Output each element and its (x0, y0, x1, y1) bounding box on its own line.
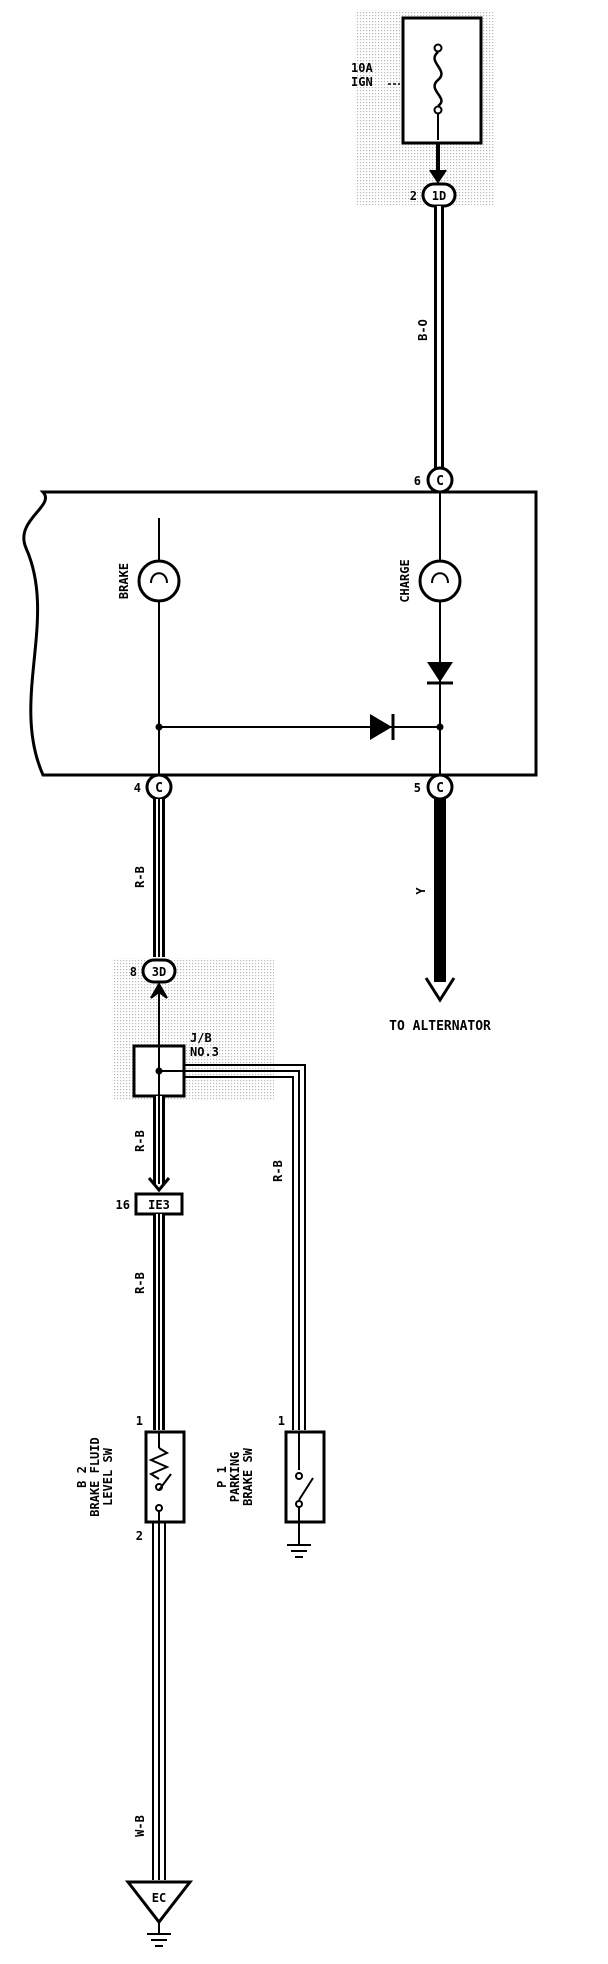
wire-r-b-ie3-fluid: R-B (133, 1214, 165, 1430)
wire-r-b-label-3: R-B (133, 1272, 147, 1294)
connector-1d-pin: 2 (410, 189, 417, 203)
fuse-terminal-bottom (433, 105, 443, 115)
parking-switch-icon (298, 1477, 314, 1501)
ground-icon (147, 1933, 171, 1947)
jb-arrow-icon (150, 981, 168, 999)
ground-id: EC (152, 1891, 166, 1905)
cross-diode-icon (370, 714, 392, 740)
connector-3d: 3D 8 (130, 958, 177, 984)
wire-b-o: B-O (416, 206, 444, 468)
wire-y: Y TO ALTERNATOR (389, 799, 491, 1034)
wire-y-label: Y (414, 887, 428, 895)
connector-5c: C 5 (414, 773, 454, 801)
wire-r-b-meter-jb: R-B (133, 799, 165, 957)
resistor-icon (148, 1447, 170, 1480)
wire-r-b-label-2: R-B (133, 1130, 147, 1152)
parking-ground-icon (287, 1544, 311, 1558)
brake-fluid-switch: 1 2 B 2 BRAKE FLUID LEVEL SW (75, 1414, 186, 1543)
alternator-arrow-icon (424, 977, 456, 1003)
fluid-switch-icon (158, 1473, 172, 1491)
connector-1d: 1D 2 (410, 182, 457, 208)
connector-5c-pin: 5 (414, 781, 421, 795)
fluid-switch-box (144, 1430, 186, 1524)
connector-ie3: IE3 16 (116, 1192, 184, 1216)
wire-w-b: W-B (133, 1522, 166, 1880)
parking-switch-name-1: PARKING (228, 1452, 242, 1503)
fluid-switch-name-2: LEVEL SW (101, 1447, 115, 1506)
fuse-box (401, 16, 483, 145)
wire-r-b-jb-parking: R-B (184, 1064, 306, 1430)
parking-switch-name-2: BRAKE SW (241, 1447, 255, 1506)
connector-ie3-pin: 16 (116, 1198, 130, 1212)
to-alternator-label: TO ALTERNATOR (389, 1019, 491, 1034)
fuse-rating: 10A (351, 61, 373, 75)
wire-r-b-label-1: R-B (133, 866, 147, 888)
parking-brake-switch: 1 P 1 PARKING BRAKE SW (215, 1414, 326, 1558)
fuse-section: 10A IGN (351, 10, 495, 205)
parking-switch-code: P 1 (215, 1466, 229, 1488)
ie3-arrow-icon (147, 1177, 171, 1193)
wire-r-b-jb-ie3: R-B (133, 1096, 171, 1193)
fuse-arrow-icon (429, 169, 447, 184)
wire-r-b-label-parking: R-B (271, 1160, 285, 1182)
fuse-terminal-top (433, 43, 443, 53)
connector-3d-id: 3D (152, 965, 166, 979)
ground-triangle-icon (124, 1880, 194, 1925)
ground-ec: EC (124, 1880, 194, 1947)
charge-lamp-label: CHARGE (398, 559, 412, 602)
fluid-switch-code: B 2 (75, 1466, 89, 1488)
junction-block-section: 3D 8 J/B NO.3 (112, 958, 274, 1101)
charge-diode-icon (427, 662, 453, 682)
connector-ie3-id: IE3 (148, 1198, 170, 1212)
fluid-pin-bottom: 2 (136, 1529, 143, 1543)
brake-lamp-label: BRAKE (117, 563, 131, 599)
wire-b-o-label: B-O (416, 319, 430, 341)
fluid-pin-top: 1 (136, 1414, 143, 1428)
wire-w-b-label: W-B (133, 1815, 147, 1837)
connector-6c-pin: 6 (414, 474, 421, 488)
connector-4c-id: C (155, 781, 163, 796)
brake-lamp-icon (137, 559, 181, 603)
fluid-switch-name-1: BRAKE FLUID (88, 1437, 102, 1516)
fuse-circuit: IGN (351, 75, 373, 89)
charge-lamp-icon (418, 559, 462, 603)
connector-6c-id: C (436, 474, 444, 489)
jb-label-line1: J/B (190, 1031, 212, 1045)
meter-outline (22, 490, 538, 777)
connector-6c: C 6 (414, 466, 454, 494)
connector-1d-id: 1D (432, 189, 446, 203)
connector-5c-id: C (436, 781, 444, 796)
combination-meter: BRAKE CHARGE (22, 490, 538, 777)
connector-4c-pin: 4 (134, 781, 141, 795)
fuse-element-icon (433, 51, 443, 108)
jb-label-line2: NO.3 (190, 1045, 219, 1059)
connector-4c: C 4 (134, 773, 173, 801)
parking-pin-top: 1 (278, 1414, 285, 1428)
parking-switch-box (284, 1430, 326, 1524)
connector-3d-pin: 8 (130, 965, 137, 979)
